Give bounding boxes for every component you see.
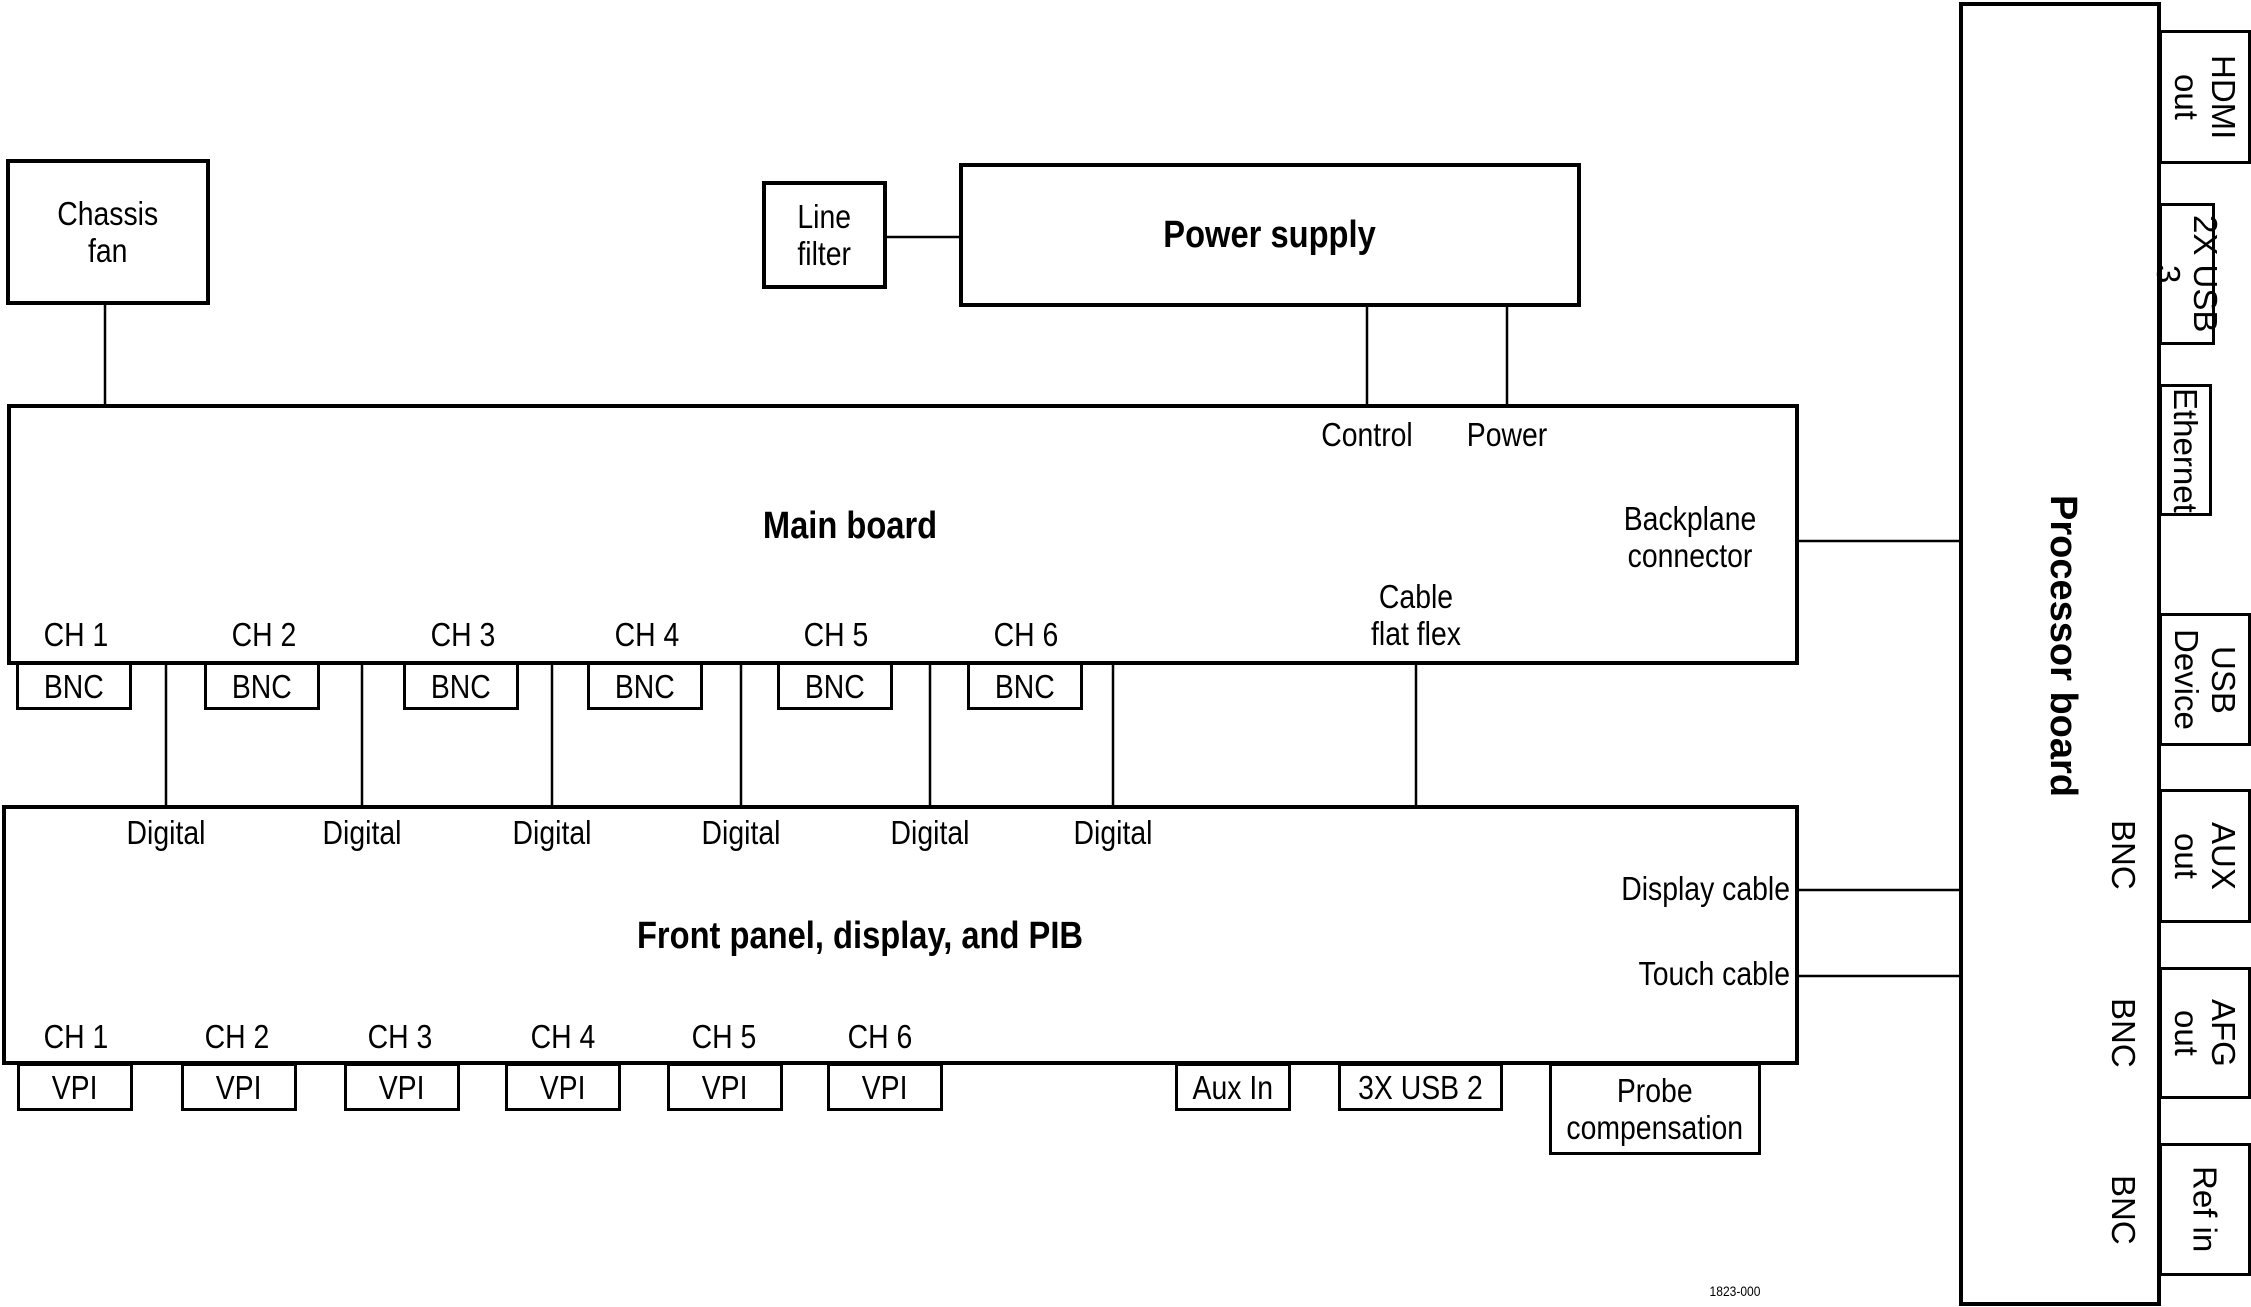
vpi-label: VPI bbox=[702, 1068, 748, 1106]
touch-cable-label: Touch cable bbox=[1638, 955, 1790, 992]
main-ch3-label: CH 3 bbox=[430, 616, 496, 653]
aux-out-port: AUX out bbox=[2159, 789, 2251, 923]
vpi-connector: VPI bbox=[667, 1063, 783, 1111]
vpi-connector: VPI bbox=[505, 1063, 621, 1111]
vpi-connector: VPI bbox=[181, 1063, 297, 1111]
vpi-connector: VPI bbox=[827, 1063, 943, 1111]
main-ch1-label: CH 1 bbox=[43, 616, 109, 653]
probe-compensation-label: Probe compensation bbox=[1566, 1072, 1744, 1146]
vpi-label: VPI bbox=[52, 1068, 98, 1106]
aux-out-label: AUX out bbox=[2168, 822, 2242, 890]
usb3-port: 2X USB 3 bbox=[2150, 203, 2224, 345]
chassis-fan-label: Chassis fan bbox=[57, 195, 159, 269]
bnc-connector: BNC bbox=[777, 662, 893, 710]
ethernet-port: Ethernet bbox=[2159, 384, 2212, 516]
probe-compensation-connector: Probe compensation bbox=[1549, 1063, 1761, 1155]
bnc-label: BNC bbox=[44, 667, 104, 705]
bnc-label: BNC bbox=[232, 667, 292, 705]
backplane-connector-label: Backplane connector bbox=[1623, 500, 1757, 574]
bnc-connector: BNC bbox=[587, 662, 703, 710]
afg-out-port: AFG out bbox=[2159, 967, 2251, 1099]
bnc-label: BNC bbox=[805, 667, 865, 705]
chassis-fan-block: Chassis fan bbox=[6, 159, 210, 305]
processor-board-title: Processor board bbox=[2042, 495, 2084, 797]
main-board-block bbox=[7, 404, 1799, 665]
usb2-label: 3X USB 2 bbox=[1358, 1068, 1483, 1106]
aux-in-connector: Aux In bbox=[1175, 1063, 1291, 1111]
vpi-label: VPI bbox=[216, 1068, 262, 1106]
ref-in-port: Ref in bbox=[2159, 1143, 2251, 1276]
front-ch4-label: CH 4 bbox=[530, 1018, 596, 1055]
usb-device-port: USB Device bbox=[2159, 613, 2251, 746]
vpi-label: VPI bbox=[862, 1068, 908, 1106]
bnc-label: BNC bbox=[995, 667, 1055, 705]
main-ch6-label: CH 6 bbox=[993, 616, 1059, 653]
display-cable-label: Display cable bbox=[1621, 870, 1790, 907]
line-filter-label: Line filter bbox=[797, 198, 852, 272]
afg-out-bnc-label: BNC bbox=[2105, 998, 2142, 1068]
usb3-label: 2X USB 3 bbox=[2150, 215, 2224, 333]
afg-out-label: AFG out bbox=[2168, 999, 2242, 1067]
digital-label: Digital bbox=[1073, 814, 1153, 851]
front-ch1-label: CH 1 bbox=[43, 1018, 109, 1055]
hdmi-out-label: HDMI out bbox=[2168, 54, 2242, 140]
cable-flat-flex-label: Cable flat flex bbox=[1371, 578, 1461, 652]
bnc-connector: BNC bbox=[403, 662, 519, 710]
usb2-connector: 3X USB 2 bbox=[1338, 1063, 1503, 1111]
figure-id: 1823-000 bbox=[1709, 1283, 1761, 1299]
main-ch4-label: CH 4 bbox=[614, 616, 680, 653]
front-panel-title: Front panel, display, and PIB bbox=[636, 915, 1084, 957]
vpi-connector: VPI bbox=[17, 1063, 133, 1111]
control-label: Control bbox=[1321, 416, 1413, 453]
digital-label: Digital bbox=[126, 814, 206, 851]
main-ch5-label: CH 5 bbox=[803, 616, 869, 653]
line-filter-block: Line filter bbox=[762, 181, 887, 289]
digital-label: Digital bbox=[322, 814, 402, 851]
ref-in-bnc-label: BNC bbox=[2105, 1175, 2142, 1245]
ethernet-label: Ethernet bbox=[2167, 387, 2204, 513]
bnc-connector: BNC bbox=[967, 662, 1083, 710]
bnc-label: BNC bbox=[431, 667, 491, 705]
ref-in-label: Ref in bbox=[2186, 1166, 2224, 1253]
main-board-title: Main board bbox=[762, 505, 938, 547]
bnc-connector: BNC bbox=[204, 662, 320, 710]
vpi-label: VPI bbox=[540, 1068, 586, 1106]
usb-device-label: USB Device bbox=[2168, 629, 2242, 730]
vpi-connector: VPI bbox=[344, 1063, 460, 1111]
power-supply-block: Power supply bbox=[959, 163, 1581, 307]
digital-label: Digital bbox=[890, 814, 970, 851]
bnc-label: BNC bbox=[615, 667, 675, 705]
vpi-label: VPI bbox=[379, 1068, 425, 1106]
hdmi-out-port: HDMI out bbox=[2159, 30, 2251, 164]
digital-label: Digital bbox=[701, 814, 781, 851]
digital-label: Digital bbox=[512, 814, 592, 851]
aux-in-label: Aux In bbox=[1192, 1068, 1274, 1106]
aux-out-bnc-label: BNC bbox=[2105, 820, 2142, 890]
bnc-connector: BNC bbox=[16, 662, 132, 710]
front-ch3-label: CH 3 bbox=[367, 1018, 433, 1055]
front-ch2-label: CH 2 bbox=[204, 1018, 270, 1055]
front-ch6-label: CH 6 bbox=[847, 1018, 913, 1055]
main-ch2-label: CH 2 bbox=[231, 616, 297, 653]
power-label: Power bbox=[1466, 416, 1548, 453]
front-ch5-label: CH 5 bbox=[691, 1018, 757, 1055]
power-supply-label: Power supply bbox=[1163, 213, 1377, 256]
